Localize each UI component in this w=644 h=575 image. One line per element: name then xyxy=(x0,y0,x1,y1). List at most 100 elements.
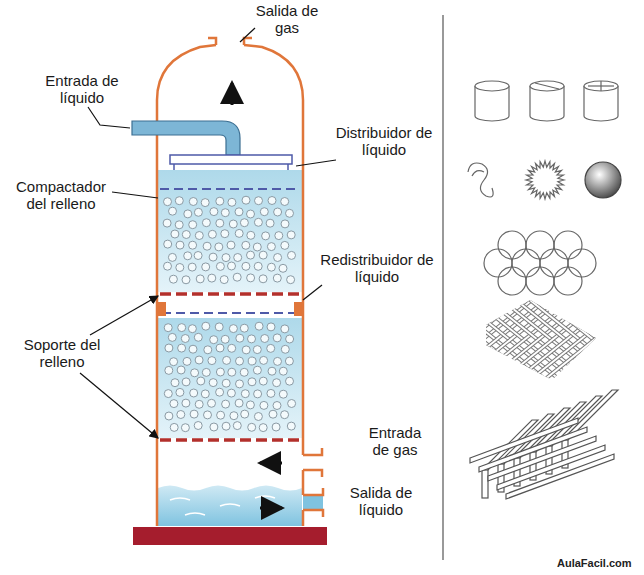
packing-ring xyxy=(279,367,287,375)
packing-ring xyxy=(175,197,183,205)
mesh-strand xyxy=(516,300,616,380)
packing-ring xyxy=(182,399,190,407)
packing-ring xyxy=(281,220,289,228)
packing-ring xyxy=(242,196,250,204)
packing-ring xyxy=(220,276,228,284)
liquid-inlet-pipe xyxy=(132,121,240,155)
mesh-strand xyxy=(376,300,476,380)
packing-ring xyxy=(248,378,256,386)
packing-ring xyxy=(285,357,293,365)
packing-ring xyxy=(247,210,255,218)
packing-ring xyxy=(247,274,255,282)
mesh-strand xyxy=(614,300,644,380)
mesh-strand xyxy=(572,300,644,380)
mesh-strand xyxy=(418,300,518,380)
packing-ring xyxy=(202,263,210,271)
packing-ring xyxy=(259,377,267,385)
packing-ring xyxy=(242,262,250,270)
packing-ring xyxy=(202,368,210,376)
packing-ring xyxy=(163,219,171,227)
mesh-strand xyxy=(586,300,644,380)
packing-ring xyxy=(240,368,248,376)
packing-ring xyxy=(259,251,267,259)
column-shell xyxy=(157,45,303,526)
packing-ring xyxy=(221,209,229,217)
packing-ring xyxy=(190,389,198,397)
packing-ring xyxy=(169,275,177,283)
packing-ring xyxy=(259,275,267,283)
packing-ring xyxy=(254,390,262,398)
packing-ring xyxy=(217,411,225,419)
mesh-strand xyxy=(376,300,476,380)
mesh-strand xyxy=(586,300,644,380)
base xyxy=(133,527,327,545)
packing-ring xyxy=(197,377,205,385)
mesh-strand xyxy=(530,300,630,380)
mesh-strand xyxy=(362,300,462,380)
packing-ring xyxy=(233,273,241,281)
mesh-strand xyxy=(516,300,616,380)
packing-ring xyxy=(235,208,243,216)
mesh-strand xyxy=(530,300,630,380)
packing-ring xyxy=(268,197,276,205)
bottom-liquid xyxy=(158,486,302,527)
liquid-outlet-nozzle xyxy=(303,488,323,517)
packing-ring xyxy=(261,335,269,343)
mesh-strand xyxy=(530,300,630,380)
packing-ring xyxy=(236,334,244,342)
lessing-ring xyxy=(530,81,564,121)
hold-down-plate xyxy=(160,188,300,190)
packing-ring xyxy=(236,357,244,365)
mesh-strand xyxy=(642,300,644,380)
part-label: Soporte del relleno xyxy=(16,336,108,370)
packing-ring xyxy=(248,423,256,431)
packing-ring xyxy=(182,276,190,284)
part-label: Distribuidor de líquido xyxy=(334,124,434,158)
packing-ring xyxy=(201,199,209,207)
watermark: AulaFacil.com xyxy=(557,557,632,570)
packing-ring xyxy=(246,401,254,409)
mesh-strand xyxy=(544,300,644,380)
packed-bed xyxy=(158,170,302,292)
packing-ring xyxy=(260,356,268,364)
pall-rings xyxy=(484,231,596,295)
packing-ring xyxy=(182,231,190,239)
packing-ring xyxy=(242,241,250,249)
mesh-strand xyxy=(544,300,644,380)
mesh-strand xyxy=(390,300,490,380)
packing-ring xyxy=(248,357,256,365)
packing-ring xyxy=(176,388,184,396)
divider xyxy=(442,15,443,560)
part-label: Entrada de líquido xyxy=(36,72,128,106)
packing-ring xyxy=(267,243,275,251)
packing-ring xyxy=(164,198,172,206)
mesh-strand xyxy=(488,300,588,380)
mesh-strand xyxy=(418,300,518,380)
mesh-strand xyxy=(642,300,644,380)
mesh-strand xyxy=(376,300,476,380)
packing-ring xyxy=(262,232,270,240)
packed-bed xyxy=(158,318,302,438)
mesh-packing xyxy=(348,300,644,380)
packing-ring xyxy=(273,334,281,342)
liquid-flow-arrow xyxy=(260,507,282,510)
packing-ring xyxy=(253,366,261,374)
packing-ring xyxy=(194,208,202,216)
packing-ring xyxy=(195,232,203,240)
grid-packing xyxy=(470,390,618,499)
mesh-strand xyxy=(390,300,490,380)
mesh-strand xyxy=(572,300,644,380)
packing-ring xyxy=(247,231,255,239)
mesh-strand xyxy=(544,300,644,380)
mesh-strand xyxy=(642,300,644,380)
mesh-strand xyxy=(362,300,462,380)
packing-ring xyxy=(196,275,204,283)
packing-ring xyxy=(168,333,176,341)
packing-ring xyxy=(165,412,173,420)
packing-ring xyxy=(208,399,216,407)
mesh-strand xyxy=(628,300,644,380)
packing-ring xyxy=(194,422,202,430)
packing-ring xyxy=(286,335,294,343)
packing-ring xyxy=(216,219,224,227)
